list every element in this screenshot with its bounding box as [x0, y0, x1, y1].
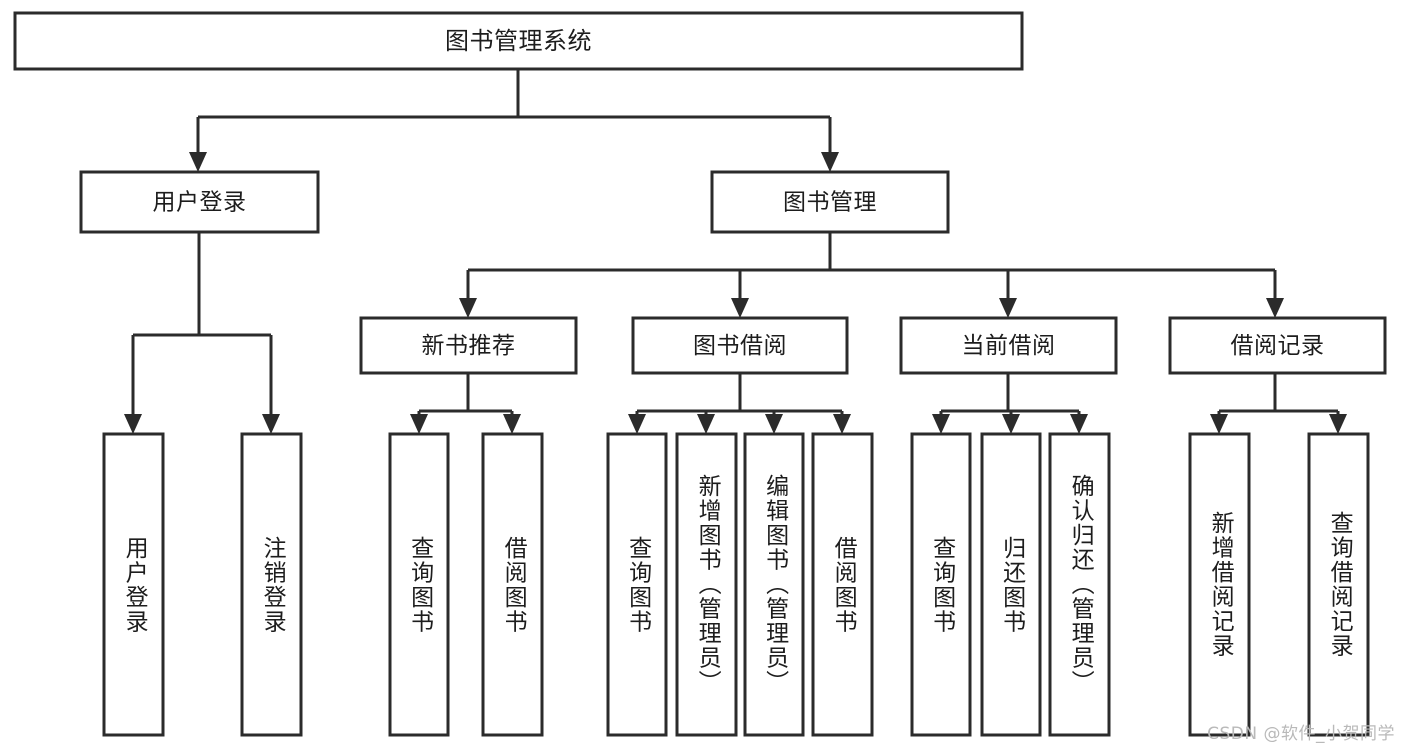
leaf-node-7-box[interactable]: [743, 432, 805, 737]
level2-node-1-box[interactable]: [79, 170, 320, 234]
csdn-watermark: CSDN @软件_小贺同学: [1207, 724, 1395, 744]
leaf-node-1-box[interactable]: [102, 432, 165, 737]
arrow-head-icon: [262, 414, 280, 434]
level3-node-3-label: 当前借阅: [962, 333, 1056, 359]
arrow-head-icon: [410, 414, 428, 434]
arrow-head-icon: [833, 414, 851, 434]
arrow-head-icon: [731, 298, 749, 318]
arrow-head-icon: [999, 298, 1017, 318]
root-node-label: 图书管理系统: [445, 27, 592, 55]
leaf-node-12-box[interactable]: [1188, 432, 1251, 737]
level2-node-2-box[interactable]: [710, 170, 950, 234]
arrow-head-icon: [189, 152, 207, 172]
arrow-head-icon: [628, 414, 646, 434]
level2-node-1-label: 用户登录: [153, 190, 247, 216]
level3-node-1-label: 新书推荐: [422, 333, 516, 359]
arrow-head-icon: [459, 298, 477, 318]
leaf-node-5-box[interactable]: [606, 432, 668, 737]
leaf-node-6-box[interactable]: [675, 432, 738, 737]
arrow-head-icon: [1210, 414, 1228, 434]
leaf-node-13-box[interactable]: [1307, 432, 1370, 737]
arrow-head-icon: [932, 414, 950, 434]
leaf-node-10-box[interactable]: [980, 432, 1042, 737]
level2-node-2-label: 图书管理: [783, 190, 877, 216]
root-node-box[interactable]: [13, 11, 1024, 71]
arrow-head-icon: [124, 414, 142, 434]
arrow-head-icon: [765, 414, 783, 434]
arrow-head-icon: [503, 414, 521, 434]
leaf-node-3-box[interactable]: [388, 432, 450, 737]
arrow-head-icon: [1002, 414, 1020, 434]
leaf-node-2-box[interactable]: [240, 432, 303, 737]
level3-node-3-box[interactable]: [899, 316, 1118, 375]
arrow-head-icon: [1070, 414, 1088, 434]
leaf-node-4-box[interactable]: [481, 432, 544, 737]
connector-layer: [124, 69, 1347, 434]
arrow-head-icon: [1329, 414, 1347, 434]
level3-node-2-box[interactable]: [631, 316, 849, 375]
arrow-head-icon: [1266, 298, 1284, 318]
level3-node-1-box[interactable]: [359, 316, 578, 375]
level3-node-4-box[interactable]: [1168, 316, 1387, 375]
arrow-head-icon: [821, 152, 839, 172]
node-box-layer: [13, 11, 1387, 737]
leaf-node-11-box[interactable]: [1048, 432, 1111, 737]
level3-node-2-label: 图书借阅: [693, 333, 787, 359]
leaf-node-9-box[interactable]: [910, 432, 972, 737]
level3-node-4-label: 借阅记录: [1231, 333, 1325, 359]
arrow-head-icon: [697, 414, 715, 434]
leaf-node-8-box[interactable]: [811, 432, 874, 737]
